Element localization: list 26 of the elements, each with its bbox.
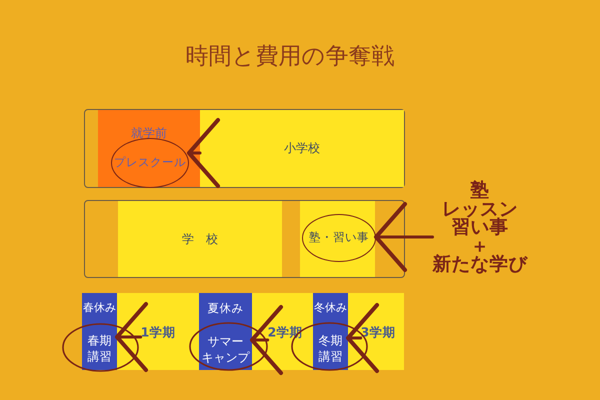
period-segment [300,201,375,277]
chevron-arrow [250,305,283,375]
period-segment: 学 校 [118,201,282,277]
vacation-title: 春休み [83,301,116,316]
period-segment [98,110,200,187]
chevron-arrow [346,303,379,373]
vacation-block [199,293,252,370]
vacation-block [313,293,348,370]
row-frame [84,109,405,188]
chevron-arrow [115,302,148,372]
side-note: 塾 レッスン 習い事 ＋ 新たな学び [432,182,528,274]
chevron-arrow [374,202,434,272]
course-text: サマーキャンプ [200,334,250,366]
diagram-title: 時間と費用の争奪戦 [186,42,394,72]
vacation-block [82,293,117,370]
course-text: 冬期講習 [318,333,344,365]
row-frame [84,200,405,278]
chevron-arrow [187,118,220,188]
vacation-title: 夏休み [208,301,244,316]
term-label: 1学期 [140,324,176,342]
period-segment: 小学校 [200,110,404,187]
term-bar [82,293,404,370]
circled-text: 塾・習い事 [302,214,376,262]
vacation-title: 冬休み [314,301,347,316]
course-text: 春期講習 [86,333,112,365]
circled-text: プレスクール [111,138,189,188]
